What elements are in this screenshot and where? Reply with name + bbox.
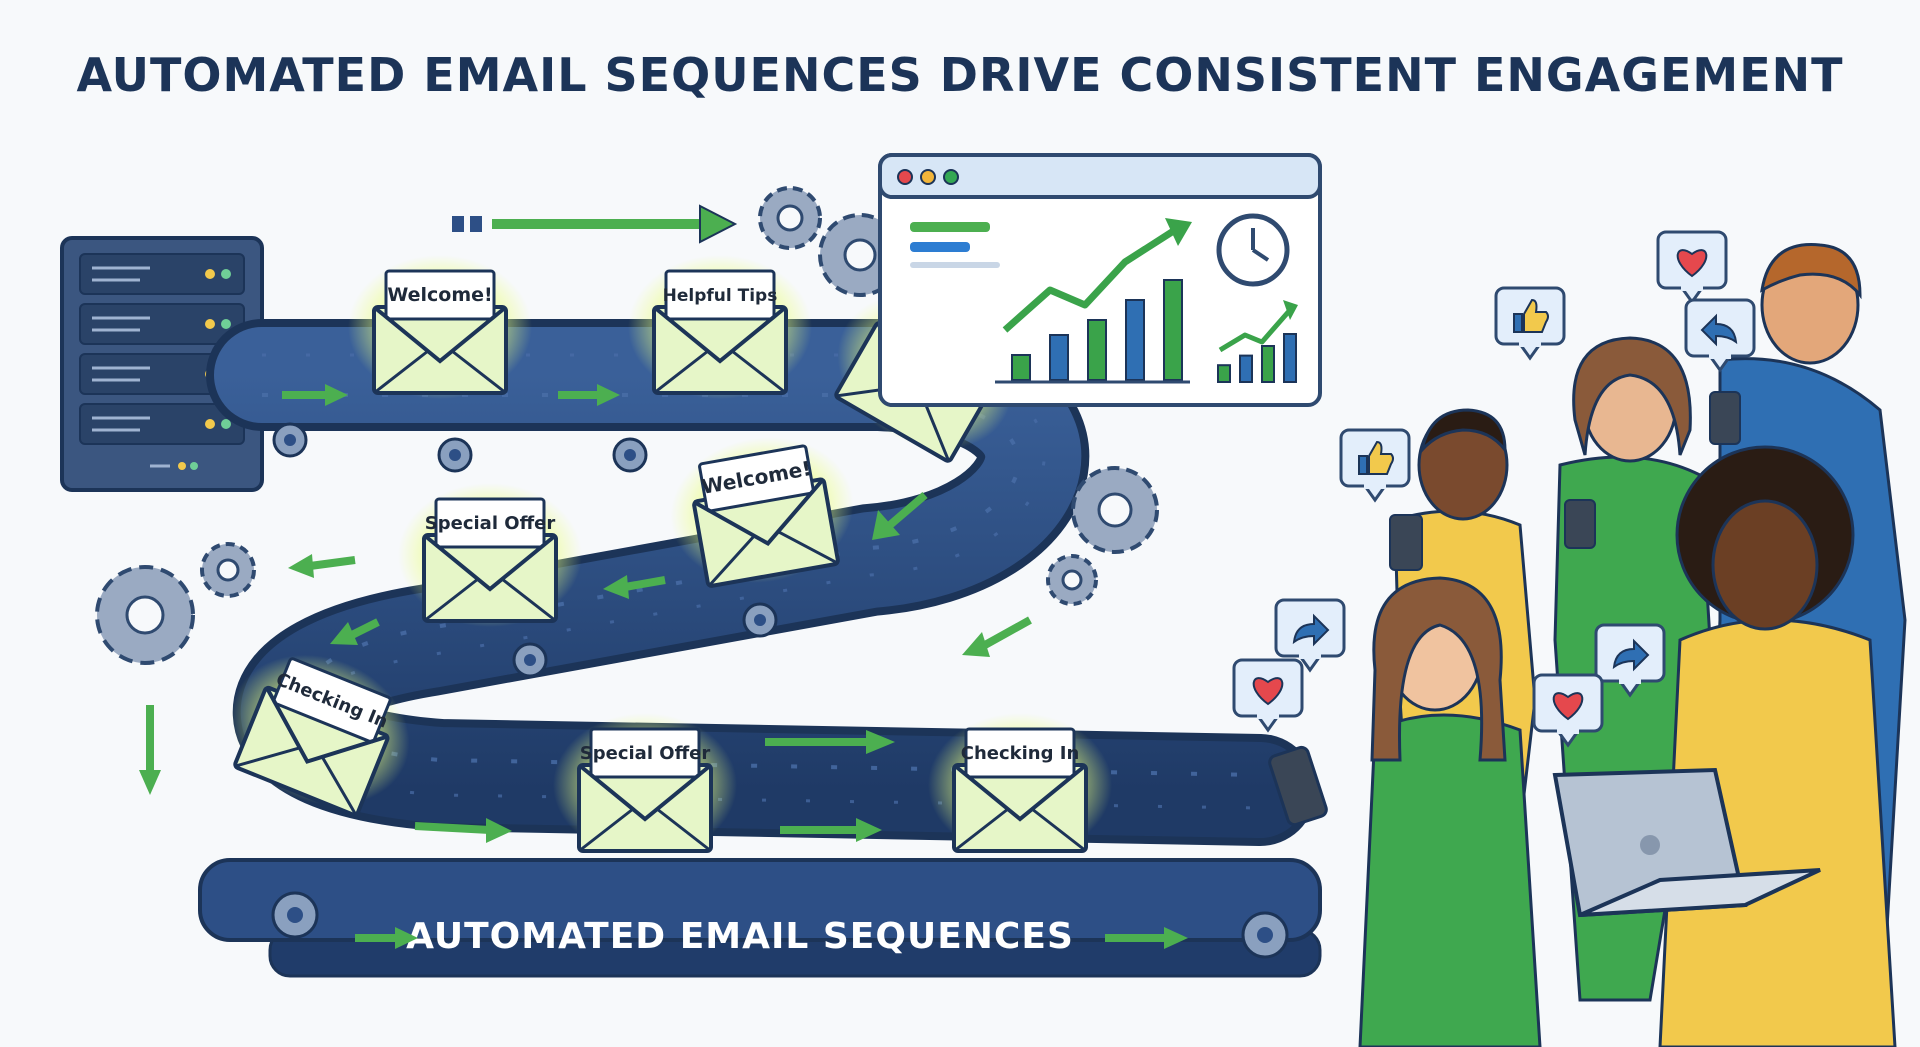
growth-bar: [1125, 299, 1145, 381]
growth-bar-chart: [1011, 279, 1183, 381]
email-letter: [698, 444, 815, 513]
page-title: AUTOMATED EMAIL SEQUENCES DRIVE CONSISTE…: [76, 48, 1844, 102]
analytics-dashboard: [878, 153, 1322, 407]
flow-arrow-icon: [452, 204, 738, 244]
share-icon: [1594, 623, 1666, 698]
flow-arrow-icon: [780, 818, 882, 842]
phone-icon: [1389, 514, 1423, 571]
growth-bar: [1163, 279, 1183, 381]
mini-bar-chart: [1217, 333, 1297, 384]
email-label: Helpful Tips: [663, 286, 778, 306]
belt-gear-icon: [742, 602, 778, 638]
email-envelope: Special Offer: [398, 483, 582, 627]
server-unit: [79, 303, 245, 345]
audience-group: [1268, 243, 1907, 1047]
belt-gear-icon: [612, 437, 648, 473]
flow-arrow-icon: [1105, 927, 1188, 949]
heart-icon: [1232, 658, 1304, 733]
gear-icon: [200, 542, 256, 598]
belt-gear-icon: [272, 422, 308, 458]
flow-arrow-icon: [558, 384, 620, 406]
growth-bar: [1049, 334, 1069, 381]
clock-icon: [1216, 213, 1290, 287]
gear-icon: [95, 565, 195, 665]
person-woman-front: [1268, 576, 1542, 1047]
email-envelope: Welcome!: [348, 255, 532, 399]
email-envelope: Checking In: [230, 654, 410, 817]
window-dot: [897, 169, 913, 185]
flow-arrow-icon: [288, 554, 356, 578]
flow-arrow-icon: [872, 491, 928, 540]
flow-arrow-icon: [282, 384, 348, 406]
email-letter: [964, 727, 1076, 779]
gear-icon: [758, 186, 822, 250]
email-envelope: Helpful Tips: [628, 255, 812, 399]
flow-arrow-icon: [355, 927, 418, 949]
window-dot: [920, 169, 936, 185]
email-letter: [589, 727, 701, 779]
laptop-icon: [1552, 767, 1821, 918]
window-dot: [943, 169, 959, 185]
reply-icon: [1684, 298, 1756, 373]
server-unit: [79, 253, 245, 295]
mini-bar: [1283, 333, 1297, 383]
flow-arrow-icon: [962, 616, 1032, 657]
email-letter: [664, 269, 776, 321]
flow-arrow-icon: [330, 618, 380, 645]
email-label: Special Offer: [580, 743, 711, 764]
email-envelope: Special Offer: [553, 713, 737, 857]
belt-label: AUTOMATED EMAIL SEQUENCES: [406, 916, 1074, 957]
phone-icon: [1268, 745, 1328, 827]
email-letter: [272, 657, 392, 744]
belt-gear-icon: [437, 437, 473, 473]
person-woman-laptop: [1552, 445, 1897, 1047]
gear-icon: [1046, 554, 1098, 606]
email-label: Special Offer: [425, 513, 556, 534]
gear-icon: [1071, 466, 1159, 554]
flow-arrow-icon: [765, 730, 895, 754]
thumbs-up-icon: [1339, 428, 1411, 503]
share-icon: [1274, 598, 1346, 673]
heart-icon: [1656, 230, 1728, 305]
growth-bar: [1087, 319, 1107, 381]
mini-bar: [1261, 345, 1275, 383]
email-letter: [384, 269, 496, 321]
belt-gear-icon: [1241, 911, 1289, 959]
mini-bar: [1217, 364, 1231, 384]
email-envelope: Welcome!: [670, 437, 854, 588]
belt-gear-icon: [512, 642, 548, 678]
flow-arrow-icon: [603, 575, 666, 599]
email-letter: [434, 497, 546, 549]
mini-bar: [1239, 354, 1253, 384]
email-envelope: Checking In: [928, 713, 1112, 857]
email-label: Welcome!: [387, 284, 492, 306]
heart-icon: [1532, 673, 1604, 748]
belt-gear-icon: [271, 891, 319, 939]
phone-icon: [1564, 499, 1596, 549]
phone-icon: [1709, 391, 1741, 445]
flow-arrow-icon: [414, 818, 512, 843]
flow-arrow-icon: [139, 705, 161, 795]
email-label: Checking In: [961, 743, 1080, 764]
thumbs-up-icon: [1494, 286, 1566, 361]
growth-bar: [1011, 354, 1031, 381]
reaction-bubbles: [1232, 230, 1756, 748]
